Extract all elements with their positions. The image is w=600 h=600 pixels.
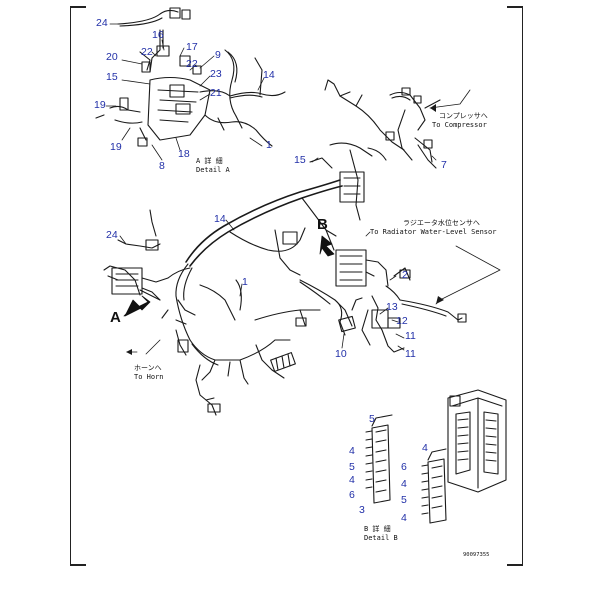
lower-horn-branch <box>161 309 296 416</box>
callout-14: 14 <box>263 69 275 81</box>
callout-14: 14 <box>214 213 226 225</box>
leader-lines <box>105 23 437 351</box>
callout-11: 11 <box>405 330 416 342</box>
callout-24: 24 <box>106 229 118 241</box>
frame-corner <box>507 6 523 8</box>
detail-b-callout-6: 6 <box>349 489 355 501</box>
frame-corner <box>70 6 86 8</box>
detail-b-callout-4: 4 <box>401 478 407 490</box>
callout-23: 23 <box>210 68 222 80</box>
callout-15: 15 <box>106 71 118 83</box>
detail-b-illustration <box>365 389 507 524</box>
callout-16: 16 <box>152 29 164 41</box>
view-arrow-a <box>123 295 151 317</box>
main-harness <box>139 179 356 341</box>
compressor-branch <box>309 79 441 221</box>
view-label-b: B <box>317 216 328 233</box>
frame-corner <box>70 564 86 566</box>
compressor-note-jp: コンプレッサへ <box>439 112 488 120</box>
callout-1: 1 <box>266 139 272 151</box>
detail-b-callout-5: 5 <box>401 494 407 506</box>
callout-12: 12 <box>396 315 408 327</box>
radiator-note-jp: ラジエータ水位センサへ <box>403 219 480 227</box>
detail-b-callout-4: 4 <box>401 512 407 524</box>
detail-b-callout-3: 3 <box>359 504 365 516</box>
horn-note-jp: ホーンへ <box>134 364 162 372</box>
callout-18: 18 <box>178 148 190 160</box>
callout-2: 2 <box>402 269 408 281</box>
detail-a-caption-en: Detail A <box>196 166 230 174</box>
detail-a-caption-jp: A 詳 細 <box>196 157 223 165</box>
callout-13: 13 <box>386 301 398 313</box>
callout-24: 24 <box>96 17 108 29</box>
view-label-a: A <box>110 309 121 326</box>
callout-21: 21 <box>210 87 222 99</box>
view-arrow-b <box>319 235 335 257</box>
detail-b-caption-jp: B 詳 細 <box>364 525 391 533</box>
horn-note-en: To Horn <box>134 373 164 381</box>
detail-b-callout-4: 4 <box>349 474 355 486</box>
detail-b-callout-4: 4 <box>422 442 428 454</box>
callout-1: 1 <box>242 276 248 288</box>
drawing-reference-code: 90097355 <box>463 552 490 558</box>
compressor-note-en: To Compressor <box>432 121 487 129</box>
callout-22: 22 <box>141 46 153 58</box>
detail-b-callout-6: 6 <box>401 461 407 473</box>
detail-a-illustration <box>95 7 286 147</box>
callout-15: 15 <box>294 154 306 166</box>
right-connector-cluster <box>335 249 467 353</box>
callout-10: 10 <box>335 348 347 360</box>
callout-19: 19 <box>110 141 122 153</box>
callout-19: 19 <box>94 99 106 111</box>
callout-17: 17 <box>186 41 198 53</box>
drawing-sheet-frame <box>70 6 523 566</box>
detail-b-callout-5: 5 <box>369 413 375 425</box>
arrow-heads <box>126 104 444 355</box>
frame-corner <box>507 564 523 566</box>
callout-22: 22 <box>186 58 198 70</box>
left-connector-cluster <box>103 209 169 301</box>
callout-20: 20 <box>106 51 118 63</box>
detail-b-callout-4: 4 <box>349 445 355 457</box>
callout-9: 9 <box>215 49 221 61</box>
detail-b-callout-5: 5 <box>349 461 355 473</box>
radiator-note-en: To Radiator Water-Level Sensor <box>370 228 497 236</box>
callout-8: 8 <box>159 160 165 172</box>
callout-7: 7 <box>441 159 447 171</box>
detail-b-caption-en: Detail B <box>364 534 398 542</box>
callout-11: 11 <box>405 348 416 360</box>
